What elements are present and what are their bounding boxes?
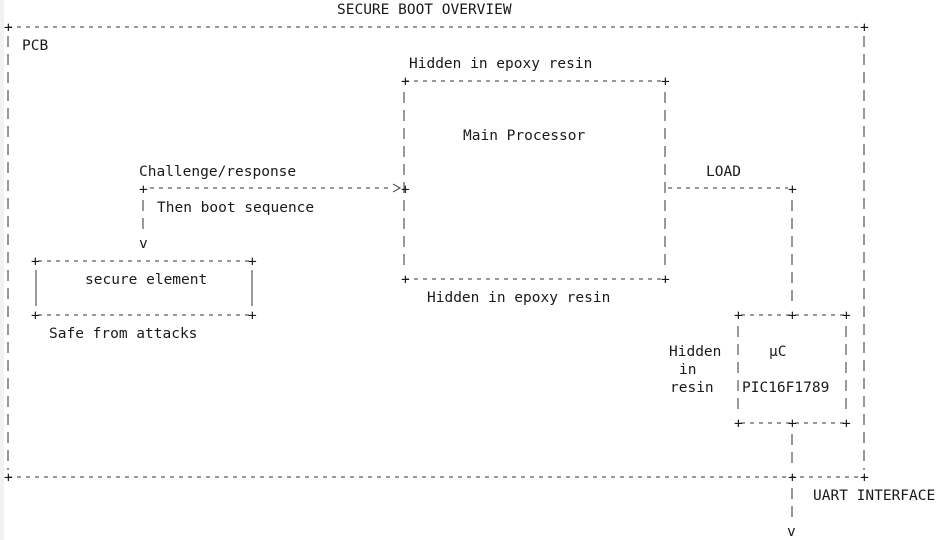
svg-text:+: + [139, 182, 148, 198]
load-label: LOAD [706, 164, 741, 180]
svg-text:+: + [860, 20, 869, 36]
pcb-label: PCB [22, 38, 48, 54]
uart-label: UART INTERFACE [813, 488, 935, 504]
boot-sequence-label: Then boot sequence [157, 200, 314, 216]
uart-arrow-icon: v [787, 524, 796, 540]
svg-text:+: + [248, 308, 257, 324]
uc-note-line-2: in [679, 362, 696, 378]
svg-text:+: + [788, 416, 797, 432]
svg-text:+: + [31, 254, 40, 270]
secure-element-note: Safe from attacks [49, 326, 197, 342]
microcontroller-label: µC [769, 344, 786, 360]
load-connector: + [668, 182, 797, 306]
svg-text:+: + [661, 272, 670, 288]
svg-text:+: + [401, 182, 410, 198]
svg-text:+: + [788, 470, 797, 486]
uart-connector: + [788, 434, 797, 522]
svg-text:+: + [4, 470, 13, 486]
svg-text:+: + [860, 470, 869, 486]
challenge-arrow: + + [139, 182, 410, 232]
svg-text:+: + [248, 254, 257, 270]
secure-element-label: secure element [85, 272, 207, 288]
left-edge-strip [0, 0, 4, 540]
main-processor-label: Main Processor [463, 128, 585, 144]
svg-text:+: + [734, 308, 743, 324]
svg-text:+: + [788, 308, 797, 324]
svg-text:+: + [734, 416, 743, 432]
svg-text:+: + [842, 416, 851, 432]
svg-text:+: + [788, 182, 797, 198]
down-arrow-icon: v [139, 236, 148, 252]
diagram-title: SECURE BOOT OVERVIEW [337, 2, 512, 18]
main-processor-box: + + + + [401, 74, 670, 288]
microcontroller-box: + + + + + + [734, 308, 851, 432]
svg-text:+: + [4, 20, 13, 36]
uc-note-line-1: Hidden [669, 344, 721, 360]
svg-text:+: + [31, 308, 40, 324]
pcb-box: ++ ++ [4, 20, 869, 486]
challenge-response-label: Challenge/response [139, 164, 296, 180]
svg-text:+: + [401, 74, 410, 90]
svg-text:+: + [842, 308, 851, 324]
main-processor-top-note: Hidden in epoxy resin [409, 56, 592, 72]
uc-note-line-3: resin [670, 380, 714, 396]
svg-text:+: + [661, 74, 670, 90]
main-processor-bottom-note: Hidden in epoxy resin [427, 290, 610, 306]
secure-element-box: + + + + [31, 254, 257, 324]
microcontroller-part: PIC16F1789 [742, 380, 829, 396]
svg-text:+: + [401, 272, 410, 288]
